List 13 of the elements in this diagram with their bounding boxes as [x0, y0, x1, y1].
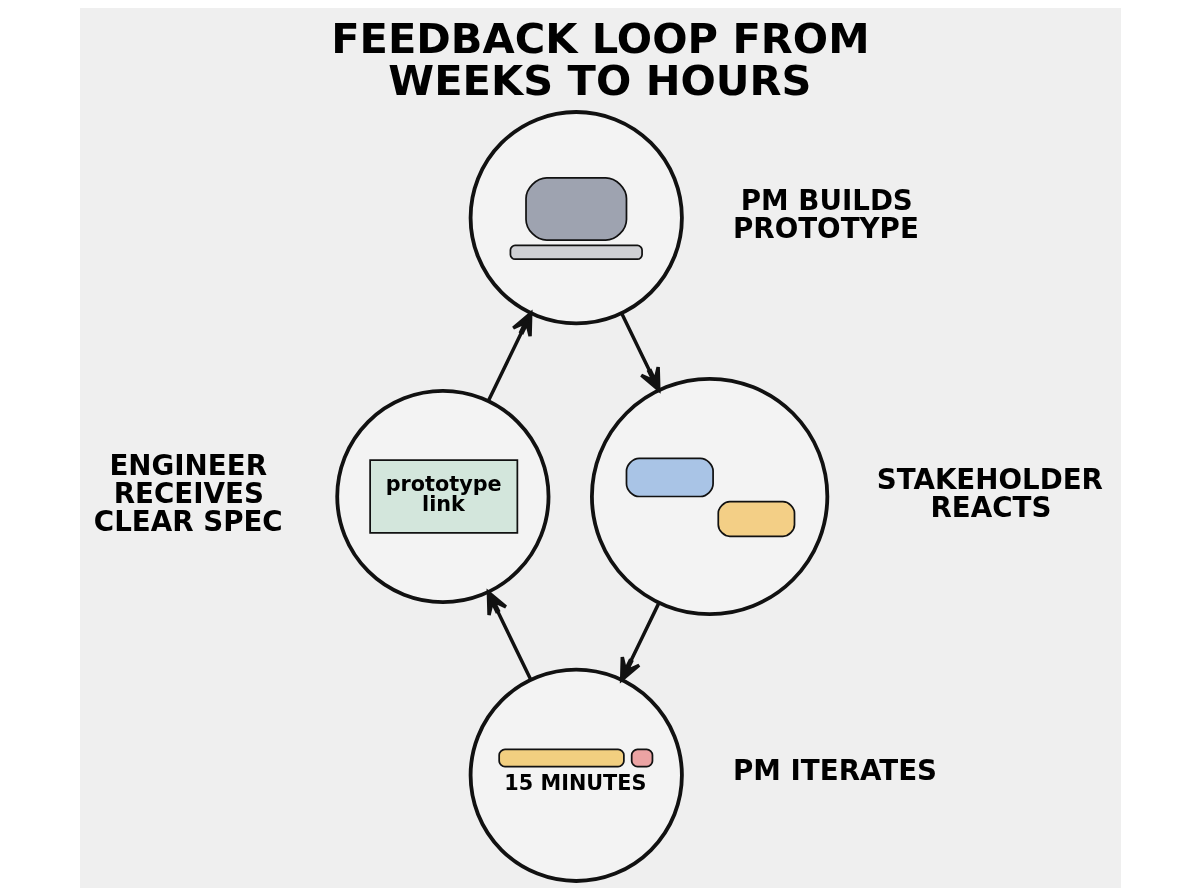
arrow	[619, 312, 661, 392]
node-circle: prototype link	[334, 388, 550, 605]
arrow	[619, 602, 660, 682]
node-label: PM ITERATES	[732, 754, 937, 788]
diagram-title: FEEDBACK LOOP FROM WEEKS TO HOURS	[330, 14, 870, 106]
node-circle: 15 MINUTES	[468, 667, 684, 883]
node-circle	[468, 110, 684, 326]
node-circle	[589, 376, 829, 617]
node-label: PM BUILDS PROTOTYPE	[732, 184, 919, 246]
node-label: ENGINEER RECEIVES CLEAR SPEC	[93, 449, 283, 538]
node-label: STAKEHOLDER REACTS	[876, 463, 1103, 524]
arrow	[486, 311, 532, 402]
arrow	[486, 590, 532, 681]
